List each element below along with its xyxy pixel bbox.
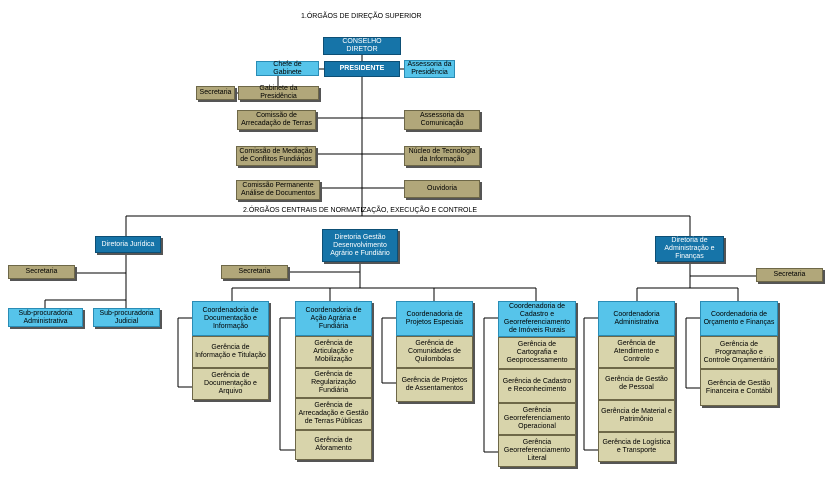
coordenadoria-box: Coordenadoria Administrativa: [598, 301, 675, 336]
diretoria-administracao-box: Diretoria de Administração e Finanças: [655, 236, 724, 262]
gerencia-box: Gerência de Gestão Financeira e Contábil: [700, 369, 778, 406]
gerencia-box: Gerência de Gestão de Pessoal: [598, 368, 675, 400]
coordenadoria-box: Coordenadoria de Cadastro e Georreferenc…: [498, 301, 576, 337]
subprocuradoria-judicial-box: Sub-procuradoria Judicial: [93, 308, 160, 327]
subprocuradoria-administrativa-box: Sub-procuradoria Administrativa: [8, 308, 83, 327]
section-title-superior: 1.ÓRGÃOS DE DIREÇÃO SUPERIOR: [301, 13, 422, 20]
secretaria-gestao-box: Secretaria: [221, 265, 288, 279]
gerencia-box: Gerência de Programação e Controle Orçam…: [700, 336, 778, 369]
assessoria-presidencia-box: Assessoria da Presidência: [404, 60, 455, 78]
section-title-central: 2.ÓRGÃOS CENTRAIS DE NORMATIZAÇÃO, EXECU…: [243, 207, 478, 214]
secretaria-juridica-box: Secretaria: [8, 265, 75, 279]
gerencia-box: Gerência Georreferenciamento Operacional: [498, 403, 576, 435]
nucleo-ti-box: Núcleo de Tecnologia da Informação: [404, 146, 480, 166]
gabinete-presidencia-box: Gabinete da Presidência: [238, 85, 319, 100]
gerencia-box: Gerência de Logística e Transporte: [598, 432, 675, 462]
comissao-mediacao-box: Comissão de Mediação de Conflitos Fundiá…: [236, 146, 316, 166]
conselho-diretor-box: CONSELHO DIRETOR: [323, 37, 401, 55]
gerencia-box: Gerência de Cadastro e Reconhecimento: [498, 369, 576, 403]
gerencia-box: Gerência de Arrecadação e Gestão de Terr…: [295, 398, 372, 430]
gerencia-box: Gerência de Projetos de Assentamentos: [396, 368, 473, 402]
secretaria-administracao-box: Secretaria: [756, 268, 823, 282]
coordenadoria-box: Coordenadoria de Projetos Especiais: [396, 301, 473, 336]
gerencia-box: Gerência de Regularização Fundiária: [295, 368, 372, 398]
comissao-terras-box: Comissão de Arrecadação de Terras: [237, 110, 316, 130]
gerencia-box: Gerência de Material e Patrimônio: [598, 400, 675, 432]
diretoria-gestao-box: Diretoria Gestão Desenvolvimento Agrário…: [322, 229, 398, 262]
gerencia-box: Gerência de Articulação e Mobilização: [295, 336, 372, 368]
comissao-documentos-box: Comissão Permanente Análise de Documento…: [236, 180, 320, 200]
presidente-box: PRESIDENTE: [324, 61, 400, 77]
gerencia-box: Gerência de Informação e Titulação: [192, 336, 269, 368]
coordenadoria-box: Coordenadoria de Orçamento e Finanças: [700, 301, 778, 336]
chefe-gabinete-box: Chefe de Gabinete: [256, 61, 319, 76]
gerencia-box: Gerência de Aforamento: [295, 430, 372, 460]
assessoria-comunicacao-box: Assessoria da Comunicação: [404, 110, 480, 130]
coordenadoria-box: Coordenadoria de Ação Agrária e Fundiári…: [295, 301, 372, 336]
ouvidoria-box: Ouvidoria: [404, 180, 480, 198]
coordenadoria-box: Coordenadoria de Documentação e Informaç…: [192, 301, 269, 336]
diretoria-juridica-box: Diretoria Jurídica: [95, 236, 161, 253]
gerencia-box: Gerência de Atendimento e Controle: [598, 336, 675, 368]
secretaria-presidencia-box: Secretaria: [196, 86, 235, 100]
gerencia-box: Gerência de Comunidades de Quilombolas: [396, 336, 473, 368]
gerencia-box: Gerência Georreferenciamento Literal: [498, 435, 576, 467]
gerencia-box: Gerência de Cartografia e Geoprocessamen…: [498, 337, 576, 369]
gerencia-box: Gerência de Documentação e Arquivo: [192, 368, 269, 400]
